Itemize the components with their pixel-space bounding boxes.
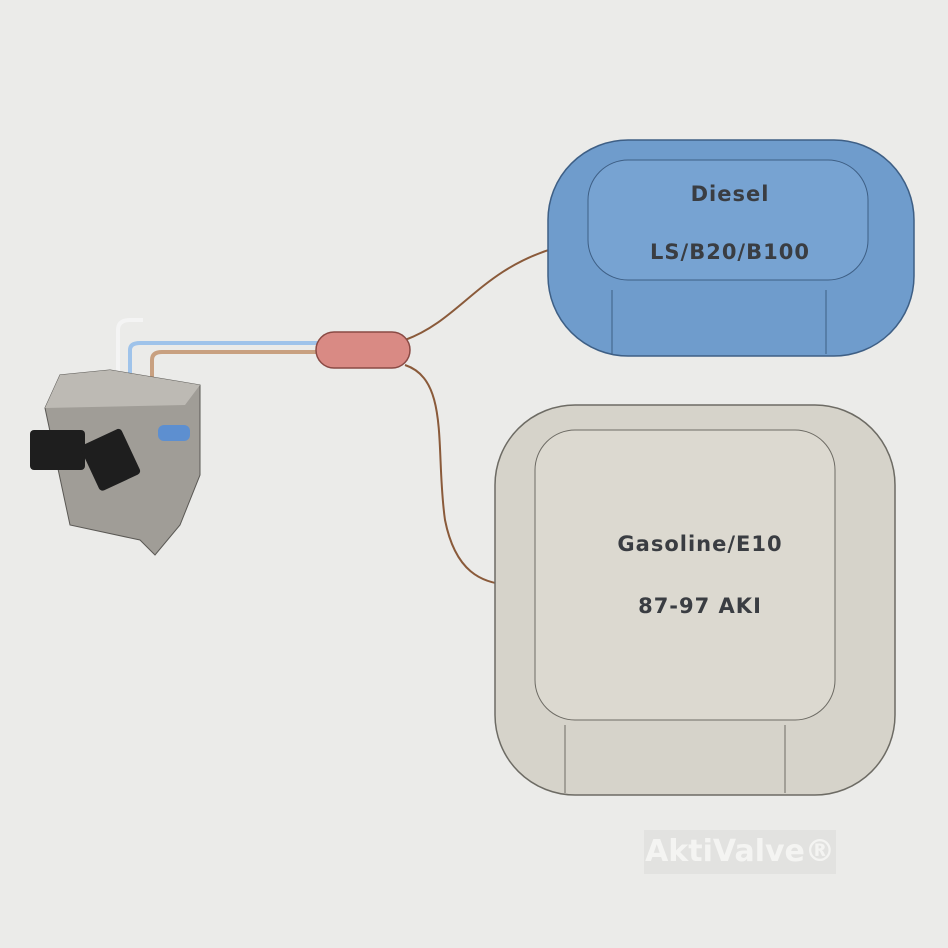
inline-connector (315, 331, 411, 369)
gasoline-label-line2: 87-97 AKI (638, 594, 762, 618)
tube-white (116, 318, 143, 405)
port-blue (158, 425, 190, 441)
diesel-label-line1: Diesel (690, 182, 770, 206)
wire-to-gasoline (404, 364, 516, 586)
electrical-connector-left (30, 430, 85, 470)
gasoline-tank (494, 404, 896, 796)
diesel-tank (547, 139, 915, 357)
wire-to-diesel (404, 247, 556, 341)
valve-block (30, 369, 201, 556)
tube-blue (128, 341, 320, 400)
diesel-label-line2: LS/B20/B100 (650, 240, 810, 264)
gasoline-label-line1: Gasoline/E10 (617, 532, 783, 556)
brand-watermark: AktiValve® (644, 830, 836, 874)
tube-copper (150, 350, 320, 385)
electrical-connector-right (80, 428, 141, 491)
